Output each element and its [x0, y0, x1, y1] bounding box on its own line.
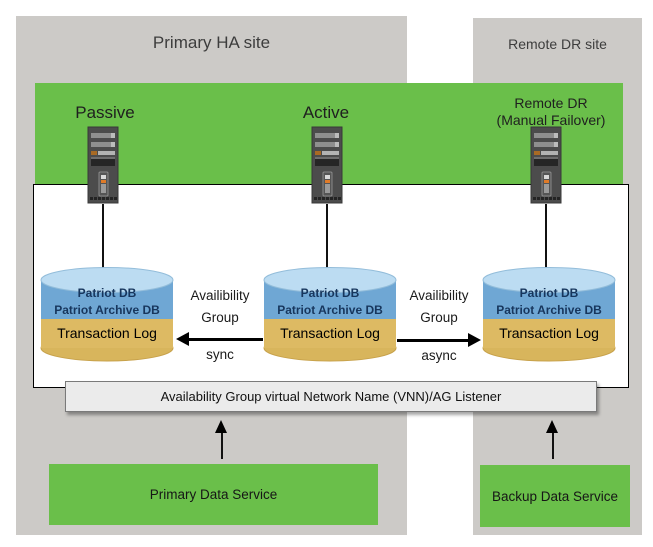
primary-service-arrow-line	[221, 432, 223, 459]
primary-data-service-box: Primary Data Service	[49, 464, 378, 525]
async-arrow-line	[397, 339, 469, 342]
database-cylinder-icon	[263, 267, 397, 362]
server-tower-icon	[87, 126, 119, 204]
async-label-line2: Group	[420, 310, 458, 325]
arrow-up-icon	[215, 420, 227, 433]
passive-node-label: Passive	[75, 103, 135, 122]
async-replication-label: Availibility Group	[395, 285, 483, 329]
db-name-primary: Patriot DB	[77, 286, 137, 300]
remote-server-connector-line	[545, 204, 547, 270]
db-name-archive: Patriot Archive DB	[54, 303, 160, 317]
arrow-right-icon	[468, 333, 481, 347]
sync-arrow-line	[189, 338, 263, 341]
active-server-connector-line	[326, 204, 328, 270]
active-database-cylinder: Patriot DB Patriot Archive DB Transactio…	[263, 267, 397, 363]
remote-database-cylinder: Patriot DB Patriot Archive DB Transactio…	[482, 267, 616, 363]
server-tower-icon	[530, 126, 562, 204]
db-name-primary: Patriot DB	[519, 286, 579, 300]
backup-data-service-label: Backup Data Service	[491, 488, 619, 504]
arrow-up-icon	[546, 420, 558, 433]
ag-listener-label: Availability Group virtual Network Name …	[160, 389, 502, 404]
db-name-primary: Patriot DB	[300, 286, 360, 300]
server-tower-icon	[311, 126, 343, 204]
db-name-archive: Patriot Archive DB	[277, 303, 383, 317]
sync-replication-label: Availibility Group	[176, 285, 264, 329]
passive-server-connector-line	[102, 204, 104, 270]
db-transaction-log-label: Transaction Log	[280, 325, 380, 341]
primary-ha-site-title: Primary HA site	[152, 33, 271, 52]
primary-data-service-label: Primary Data Service	[149, 487, 278, 502]
remote-dr-site-title: Remote DR site	[508, 36, 607, 52]
sync-label-line2: Group	[201, 310, 239, 325]
async-mode-label: async	[421, 348, 457, 363]
active-node-label: Active	[302, 103, 350, 122]
database-cylinder-icon	[482, 267, 616, 362]
db-name-archive: Patriot Archive DB	[496, 303, 602, 317]
sync-label-line1: Availibility	[190, 288, 250, 303]
ag-listener-bar: Availability Group virtual Network Name …	[65, 381, 597, 412]
remote-dr-node-label-line1: Remote DR	[514, 95, 588, 111]
db-transaction-log-label: Transaction Log	[57, 325, 157, 341]
passive-database-cylinder: Patriot DB Patriot Archive DB Transactio…	[40, 267, 174, 363]
arrow-left-icon	[176, 332, 189, 346]
remote-dr-node-label: Remote DR (Manual Failover)	[481, 95, 621, 129]
async-label-line1: Availibility	[409, 288, 469, 303]
sync-mode-label: sync	[206, 347, 234, 362]
db-transaction-log-label: Transaction Log	[499, 325, 599, 341]
backup-service-arrow-line	[552, 432, 554, 459]
remote-dr-node-label-line2: (Manual Failover)	[496, 112, 606, 128]
database-cylinder-icon	[40, 267, 174, 362]
backup-data-service-box: Backup Data Service	[480, 465, 630, 527]
